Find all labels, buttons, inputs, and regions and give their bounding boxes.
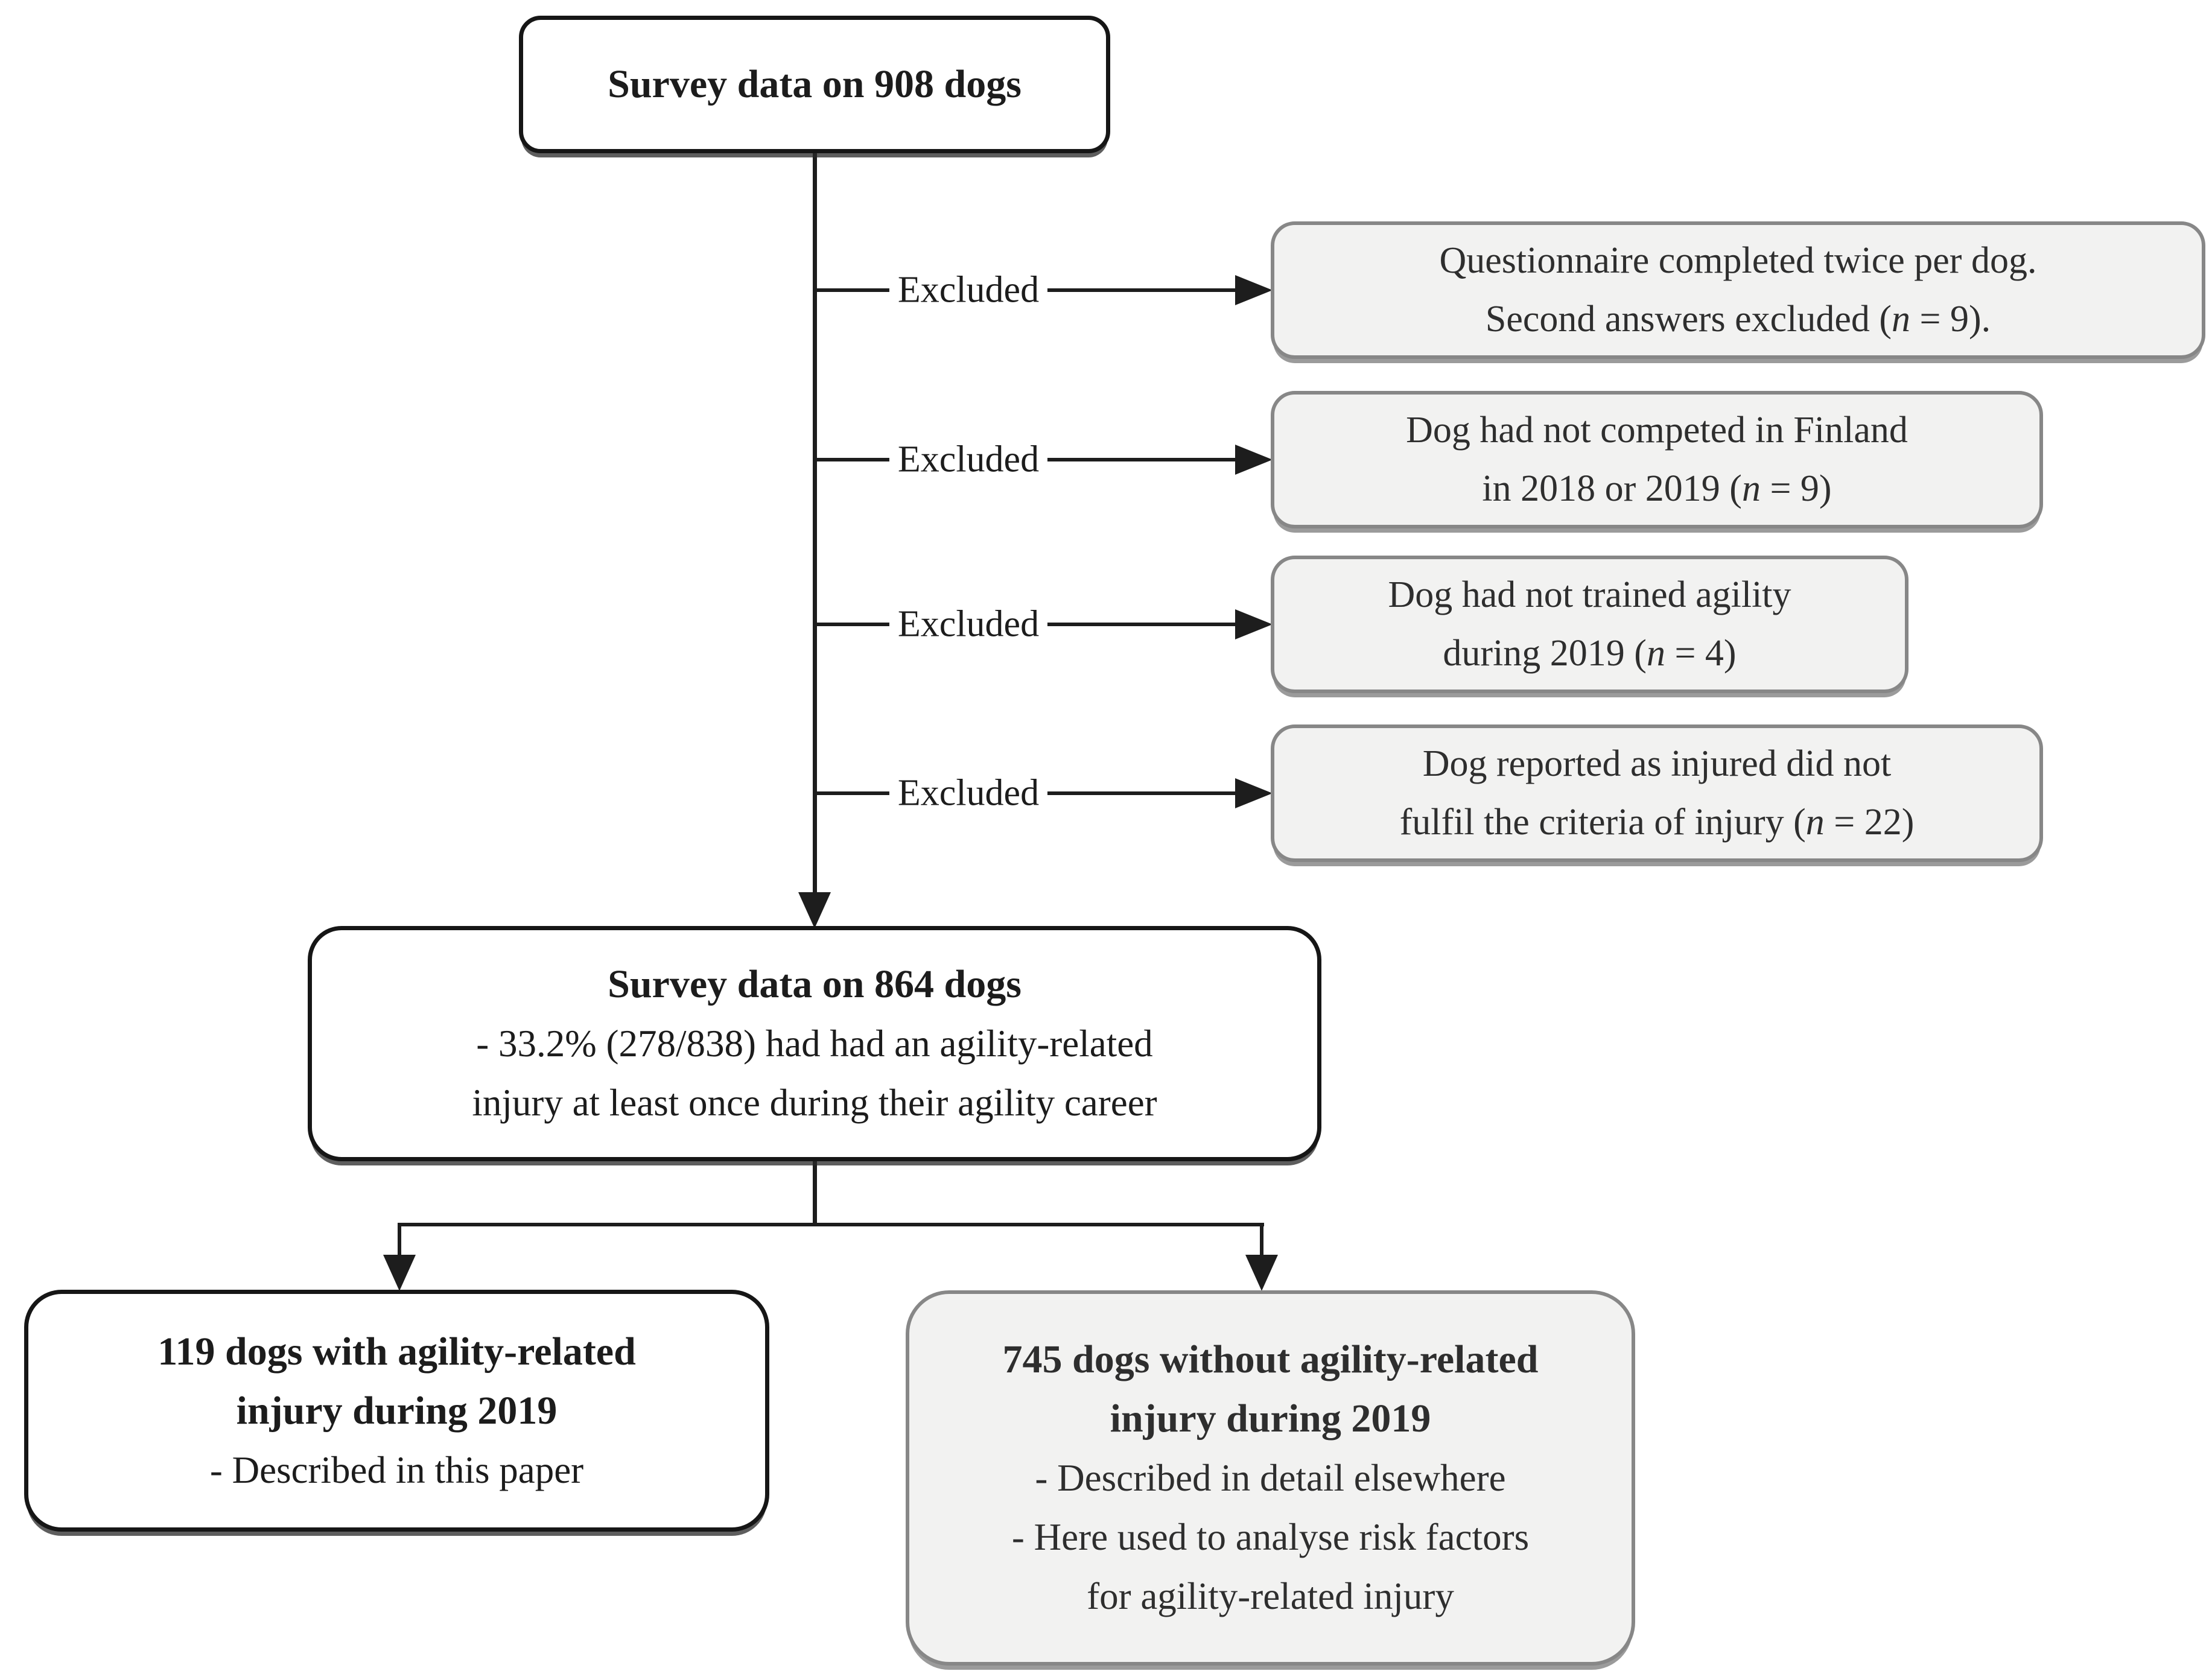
exclusion-node-duplicate-answers: Questionnaire completed twice per dog. S… xyxy=(1271,221,2205,359)
exclusion-node-not-trained: Dog had not trained agility during 2019 … xyxy=(1271,556,1908,693)
outcome-with-injury-body-line: - Described in this paper xyxy=(209,1448,584,1491)
start-node-title: Survey data on 908 dogs xyxy=(608,62,1022,106)
outcome-without-injury-node: 745 dogs without agility-related injury … xyxy=(906,1290,1635,1666)
outcome-without-injury-body-line: - Here used to analyse risk factors xyxy=(1011,1516,1530,1558)
exclusion-node-line: Dog had not competed in Finland xyxy=(1406,410,1908,451)
exclusion-node-injury-criteria: Dog reported as injured did not fulfil t… xyxy=(1271,724,2043,862)
excluded-edge-label-3: Excluded xyxy=(889,603,1048,646)
arrowhead-into-mid-node xyxy=(798,892,831,928)
excluded-edge-label-4: Excluded xyxy=(889,772,1048,815)
outcome-with-injury-title: 119 dogs with agility-related xyxy=(157,1329,636,1374)
connector-branch-left xyxy=(398,1223,401,1257)
survey-864-node: Survey data on 864 dogs - 33.2% (278/838… xyxy=(308,926,1321,1161)
arrowhead-into-right-node xyxy=(1245,1255,1278,1291)
outcome-without-injury-body-line: - Described in detail elsewhere xyxy=(1035,1457,1506,1499)
arrowhead-excluded-2 xyxy=(1235,445,1273,475)
excluded-edge-label-1: Excluded xyxy=(889,268,1048,312)
outcome-with-injury-node: 119 dogs with agility-related injury dur… xyxy=(24,1290,769,1532)
outcome-without-injury-body-line: for agility-related injury xyxy=(1087,1575,1454,1617)
connector-branch-right xyxy=(1260,1223,1263,1257)
excluded-edge-label-2: Excluded xyxy=(889,438,1048,481)
exclusion-node-not-competed: Dog had not competed in Finland in 2018 … xyxy=(1271,391,2043,528)
exclusion-node-line: Questionnaire completed twice per dog. xyxy=(1439,240,2037,281)
survey-864-body-line: injury at least once during their agilit… xyxy=(472,1082,1157,1124)
exclusion-node-line: in 2018 or 2019 (n = 9) xyxy=(1482,468,1832,509)
arrowhead-excluded-3 xyxy=(1235,609,1273,639)
arrowhead-into-left-node xyxy=(383,1255,416,1291)
survey-864-title: Survey data on 864 dogs xyxy=(608,962,1022,1006)
outcome-with-injury-title: injury during 2019 xyxy=(236,1388,558,1433)
arrowhead-excluded-4 xyxy=(1235,778,1273,808)
connector-branch-horizontal xyxy=(398,1223,1264,1226)
exclusion-node-line: Dog had not trained agility xyxy=(1388,574,1791,615)
start-node: Survey data on 908 dogs xyxy=(519,16,1110,153)
survey-864-body-line: - 33.2% (278/838) had had an agility-rel… xyxy=(476,1022,1153,1065)
exclusion-node-line: fulfil the criteria of injury (n = 22) xyxy=(1399,802,1915,843)
connector-trunk-upper xyxy=(813,153,817,894)
exclusion-node-line: Dog reported as injured did not xyxy=(1422,743,1892,784)
arrowhead-excluded-1 xyxy=(1235,275,1273,305)
connector-trunk-lower xyxy=(813,1161,817,1226)
outcome-without-injury-title: 745 dogs without agility-related xyxy=(1002,1337,1539,1381)
exclusion-node-line: during 2019 (n = 4) xyxy=(1443,633,1737,674)
outcome-without-injury-title: injury during 2019 xyxy=(1110,1397,1431,1441)
exclusion-node-line: Second answers excluded (n = 9). xyxy=(1485,299,1991,340)
